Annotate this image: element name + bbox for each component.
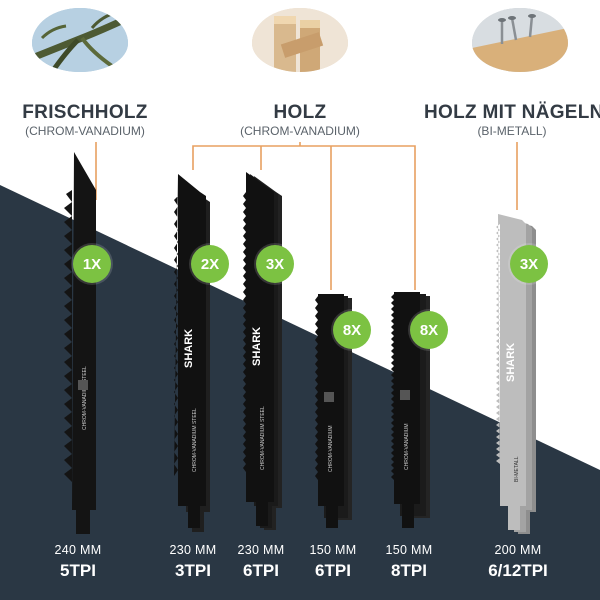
blade-tpi-label: 6TPI [315,561,351,580]
saw-blade-230mm-3tpi: SHARK CHROM-VANADIUM STEEL [174,174,210,532]
category-title-holz: HOLZ [273,102,327,123]
saw-blade-230mm-6tpi: SHARK CHROM-VANADIUM STEEL [243,172,282,530]
blade-length-label: 150 MM [385,543,433,557]
quantity-badge: 1X [73,245,111,283]
category-subtitle-frischholz: (CHROM-VANADIUM) [25,124,145,138]
nails-in-wood-photo [472,8,568,72]
blade-brand-text: SHARK [183,329,195,368]
blade-tpi-label: 3TPI [175,561,211,580]
blade-length-label: 240 MM [54,543,102,557]
blade-length-label: 150 MM [309,543,357,557]
blade-length-label: 230 MM [169,543,217,557]
svg-text:CHROM-VANADIUM: CHROM-VANADIUM [404,423,410,470]
wood-beams-photo [252,8,348,72]
svg-text:CHROM-VANADIUM STEEL: CHROM-VANADIUM STEEL [260,406,266,470]
blade-length-label: 200 MM [494,543,542,557]
svg-text:BI-METALL: BI-METALL [514,456,520,482]
quantity-badge: 3X [510,245,548,283]
svg-text:SHARK: SHARK [505,343,517,382]
svg-text:CHROM-VANADIUM STEEL: CHROM-VANADIUM STEEL [82,366,88,430]
blade-tpi-label: 5TPI [60,561,96,580]
svg-text:CHROM-VANADIUM STEEL: CHROM-VANADIUM STEEL [192,408,198,472]
saw-blade-240mm-5tpi: CHROM-VANADIUM STEEL [64,152,96,534]
saw-blade-200mm-6-12tpi: SHARK BI-METALL [496,214,536,534]
blade-tpi-label: 6TPI [243,561,279,580]
svg-text:CHROM-VANADIUM: CHROM-VANADIUM [328,425,334,472]
quantity-badge: 3X [256,245,294,283]
blade-tpi-label: 6/12TPI [488,561,548,580]
category-title-frischholz: FRISCHHOLZ [22,102,148,123]
quantity-badge: 8X [333,311,371,349]
quantity-badge: 2X [191,245,229,283]
category-subtitle-holz-mit-naegeln: (BI-METALL) [477,124,547,138]
category-title-holz-mit-naegeln: HOLZ MIT NÄGELN [424,102,600,123]
svg-text:SHARK: SHARK [251,327,263,366]
category-subtitle-holz: (CHROM-VANADIUM) [240,124,360,138]
blade-length-label: 230 MM [237,543,285,557]
blade-tpi-label: 8TPI [391,561,427,580]
quantity-badge: 8X [410,311,448,349]
